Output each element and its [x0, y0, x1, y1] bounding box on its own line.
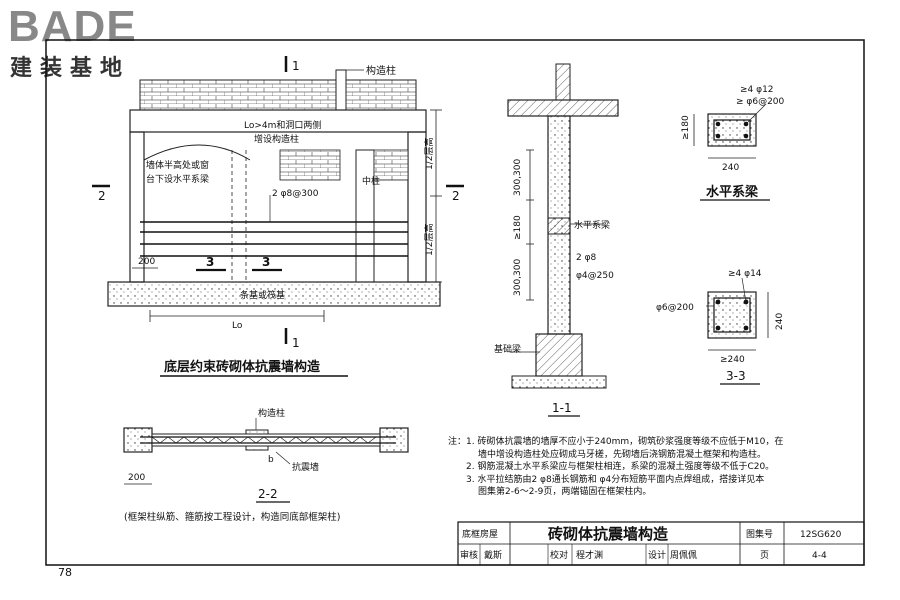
section-1-1-drawing	[507, 63, 619, 417]
plan-label-column: 构造柱	[258, 407, 285, 419]
note-line: 图集第2-6～2-9页，两端锚固在框架柱内。	[478, 487, 652, 497]
note-line: 注：1. 砖砌体抗震墙的墙厚不应小于240mm，砌筑砂浆强度等级不应低于M10，…	[448, 437, 784, 447]
section-1-1-title: 1-1	[552, 401, 572, 415]
page-frame	[45, 39, 865, 566]
beam-width: 240	[722, 163, 739, 173]
tb-title: 砖砌体抗震墙构造	[548, 525, 668, 543]
section-mark-3b: 3	[262, 255, 270, 269]
label-rebar-phi4: φ4@250	[576, 271, 614, 281]
notes-block: 注：1. 砖砌体抗震墙的墙厚不应小于240mm，砌筑砂浆强度等级不应低于M10，…	[448, 436, 848, 499]
beam-height: ≥180	[681, 115, 691, 140]
label-foundation-beam: 基础梁	[494, 343, 521, 355]
tb-atlas-no: 12SG620	[800, 530, 842, 540]
note-line: 墙中增设构造柱处应砌成马牙槎，先砌墙后浇钢筋混凝土框架和构造柱。	[478, 449, 767, 460]
tb-page-label: 页	[760, 550, 769, 561]
title-block-frame	[457, 521, 865, 566]
note-line: 2. 钢筋混凝土水平系梁应与框架柱相连，系梁的混凝土强度等级不低于C20。	[466, 462, 775, 472]
label-half-height-2: 1/2层高	[423, 224, 435, 257]
col-height: 240	[775, 313, 785, 330]
page-number: 78	[58, 566, 72, 579]
tb-review-label: 审核	[460, 549, 478, 561]
elevation-title: 底层约束砖砌体抗震墙构造	[164, 359, 321, 375]
label-half-height-1: 1/2层高	[423, 138, 435, 171]
label-lo-note-1: Lo>4m和洞口两侧	[244, 119, 321, 131]
label-belt-1: 墙体半高处或窗	[146, 159, 209, 171]
section-mark-left: 2	[98, 189, 106, 203]
section-mark-right: 2	[452, 189, 460, 203]
beam-section-title: 水平系梁	[706, 184, 759, 200]
tb-reviewer: 戴斯	[484, 549, 502, 561]
col-stirrup: φ6@200	[656, 303, 694, 313]
dim-3: 300,300	[513, 259, 523, 296]
label-middle-column: 中柱	[362, 175, 380, 187]
tb-page-no: 4-4	[812, 551, 827, 561]
plan-label-wall: 抗震墙	[292, 461, 319, 473]
tb-design-label: 设计	[648, 549, 666, 561]
section-mark-top: 1	[292, 59, 300, 73]
label-lo-note-2: 增设构造柱	[254, 133, 299, 145]
plan-label-200: 200	[128, 473, 145, 483]
tb-category: 底框房屋	[462, 528, 498, 540]
label-rebar-2phi8: 2 φ8	[576, 253, 597, 263]
label-foundation: 条基或筏基	[240, 289, 285, 301]
label-belt-2: 台下设水平系梁	[146, 173, 209, 185]
tb-designer: 周佩佩	[670, 549, 697, 561]
section-mark-bottom: 1	[292, 336, 300, 350]
plan-2-2-drawing	[123, 418, 409, 503]
plan-title: 2-2	[258, 487, 278, 501]
label-lo-dim: Lo	[232, 321, 243, 331]
logo-subtitle: 建装基地	[10, 56, 131, 81]
dim-2: ≥180	[513, 215, 523, 240]
section-3-3-title: 3-3	[726, 369, 746, 383]
beam-top-rebar: ≥4 φ12	[740, 85, 774, 95]
label-tie-beam: 水平系梁	[574, 219, 610, 231]
beam-stirrup: ≥ φ6@200	[736, 97, 785, 107]
elevation-drawing	[92, 56, 464, 377]
plan-caption: (框架柱纵筋、箍筋按工程设计，构造同底部框架柱)	[124, 511, 340, 523]
dim-1: 300,300	[513, 159, 523, 196]
plan-label-b: b	[268, 455, 274, 465]
label-rebar: 2 φ8@300	[272, 189, 319, 199]
tb-atlas-label: 图集号	[746, 528, 773, 540]
beam-section-drawing	[693, 103, 770, 201]
tb-check-label: 校对	[550, 549, 568, 561]
tb-checker: 程才渊	[576, 549, 603, 561]
col-width: ≥240	[720, 355, 745, 365]
section-mark-3a: 3	[206, 255, 214, 269]
label-200-elev: 200	[138, 257, 155, 267]
section-3-3-drawing	[706, 277, 769, 385]
label-construction-column: 构造柱	[366, 64, 396, 77]
note-line: 3. 水平拉结筋由2 φ8通长钢筋和 φ4分布短筋平面内点焊组成，搭接详见本	[466, 474, 765, 485]
col-top-rebar: ≥4 φ14	[728, 269, 762, 279]
logo-text: BADE	[8, 2, 137, 51]
